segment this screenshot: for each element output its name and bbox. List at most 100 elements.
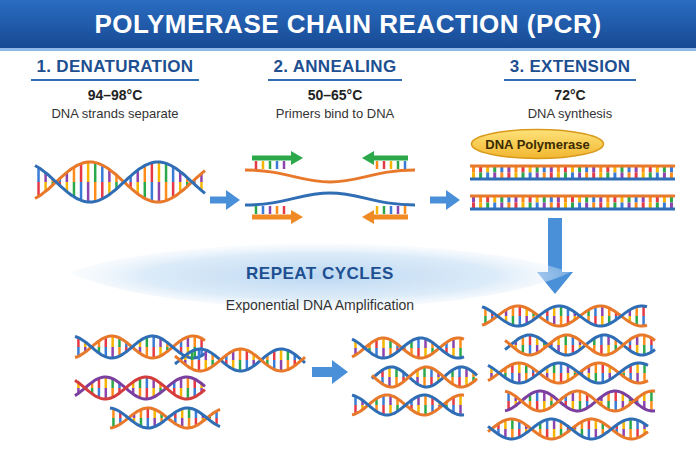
dna-strand xyxy=(505,335,655,355)
base-pair xyxy=(390,161,393,169)
text-row: DNA strands separate xyxy=(20,106,210,121)
step-panel: 1. DENATURATION 94–98°C DNA strands separa… xyxy=(20,55,210,225)
base-pair xyxy=(262,206,265,214)
base-pair xyxy=(101,182,104,199)
dna-strand xyxy=(482,306,647,326)
text-row: 2. ANNEALING xyxy=(240,57,430,81)
base-pair xyxy=(87,182,90,202)
base-pair xyxy=(276,161,279,169)
dna-strand xyxy=(470,165,675,168)
base-pair xyxy=(397,161,400,169)
base-pair xyxy=(165,182,168,201)
base-pair xyxy=(390,206,393,214)
flow-arrow xyxy=(312,360,348,384)
dna-helices xyxy=(35,161,675,439)
text-row: REPEAT CYCLES xyxy=(70,232,570,284)
base-pair xyxy=(158,182,161,202)
dna-strand xyxy=(372,367,477,387)
dna-strand xyxy=(35,162,205,202)
base-pair xyxy=(269,206,272,214)
cycle-band: REPEAT CYCLES Exponential DNA Amplificati… xyxy=(70,232,570,322)
dna-strand xyxy=(488,363,648,383)
process-arrow xyxy=(210,190,240,210)
base-pair xyxy=(172,167,175,182)
temperature: 94–98°C xyxy=(88,87,143,103)
dna-strand xyxy=(175,349,305,371)
arrow-shaft xyxy=(210,197,226,204)
primer-head xyxy=(291,151,303,165)
primer xyxy=(252,156,292,161)
step-description: DNA synthesis xyxy=(528,106,613,121)
arrow-head xyxy=(446,190,460,210)
base-pair xyxy=(404,161,407,169)
dna-strand xyxy=(470,195,675,198)
base-pair xyxy=(144,166,147,182)
base-pair xyxy=(280,349,283,360)
base-pair xyxy=(269,161,272,169)
title-text: POLYMERASE CHAIN REACTION (PCR) xyxy=(94,9,601,40)
dna-strand xyxy=(75,377,205,399)
base-pair xyxy=(87,162,90,182)
primer-head xyxy=(362,151,374,165)
dna-strand xyxy=(372,367,477,387)
dna-strand xyxy=(175,349,305,371)
step-heading: 2. ANNEALING xyxy=(268,57,403,81)
text-row: 3. EXTENSION xyxy=(460,57,680,81)
dna-strand xyxy=(505,391,655,411)
arrow-shaft xyxy=(430,197,446,204)
title-stripe xyxy=(0,48,696,51)
base-pair xyxy=(262,161,265,169)
enzyme-oval: DNA Polymerase xyxy=(470,128,605,160)
base-pair xyxy=(172,182,175,197)
text-row: DNA synthesis xyxy=(460,106,680,121)
dna-strand xyxy=(75,377,205,399)
dna-strand xyxy=(352,395,464,415)
text-row: Primers bind to DNA xyxy=(240,106,430,121)
title-area: POLYMERASE CHAIN REACTION (PCR) xyxy=(0,0,696,48)
base-pair xyxy=(376,206,379,214)
base-pair xyxy=(198,360,201,371)
base-pair xyxy=(283,161,286,169)
text-row: 50–65°C xyxy=(240,87,430,103)
base-pair xyxy=(111,347,114,358)
base-pair xyxy=(404,206,407,214)
primer xyxy=(373,215,408,220)
arrow-head xyxy=(226,190,240,210)
base-pair xyxy=(158,162,161,182)
temperature: 50–65°C xyxy=(308,87,363,103)
dna-strand xyxy=(352,338,464,358)
text-row: 72°C xyxy=(460,87,680,103)
process-arrow xyxy=(430,190,460,210)
base-pair xyxy=(198,349,201,360)
dna-strand xyxy=(352,395,464,415)
text-row: 94–98°C xyxy=(20,87,210,103)
text-row: Exponential DNA Amplification xyxy=(70,296,570,314)
base-pair xyxy=(397,206,400,214)
base-pair xyxy=(111,336,114,347)
base-pair xyxy=(146,388,149,399)
step-heading: 1. DENATURATION xyxy=(31,57,200,81)
title-band xyxy=(0,0,696,48)
dna-strand xyxy=(470,178,675,181)
base-pair xyxy=(165,163,168,182)
base-pair xyxy=(146,377,149,388)
dna-strand xyxy=(245,193,415,205)
primer xyxy=(252,215,292,220)
base-pair xyxy=(376,161,379,169)
primer xyxy=(373,156,408,161)
base-pair xyxy=(383,206,386,214)
band-heading: REPEAT CYCLES xyxy=(246,264,394,283)
enzyme-label: DNA Polymerase xyxy=(470,128,605,160)
step-description: DNA strands separate xyxy=(51,106,178,121)
base-pair xyxy=(151,182,154,201)
base-pair xyxy=(280,360,283,371)
primer-head xyxy=(291,210,303,224)
base-pair xyxy=(283,206,286,214)
dna-strand xyxy=(505,335,655,355)
base-pair xyxy=(255,161,258,169)
dna-strand xyxy=(488,363,648,383)
base-pair xyxy=(105,377,108,388)
dna-strand xyxy=(488,419,648,439)
